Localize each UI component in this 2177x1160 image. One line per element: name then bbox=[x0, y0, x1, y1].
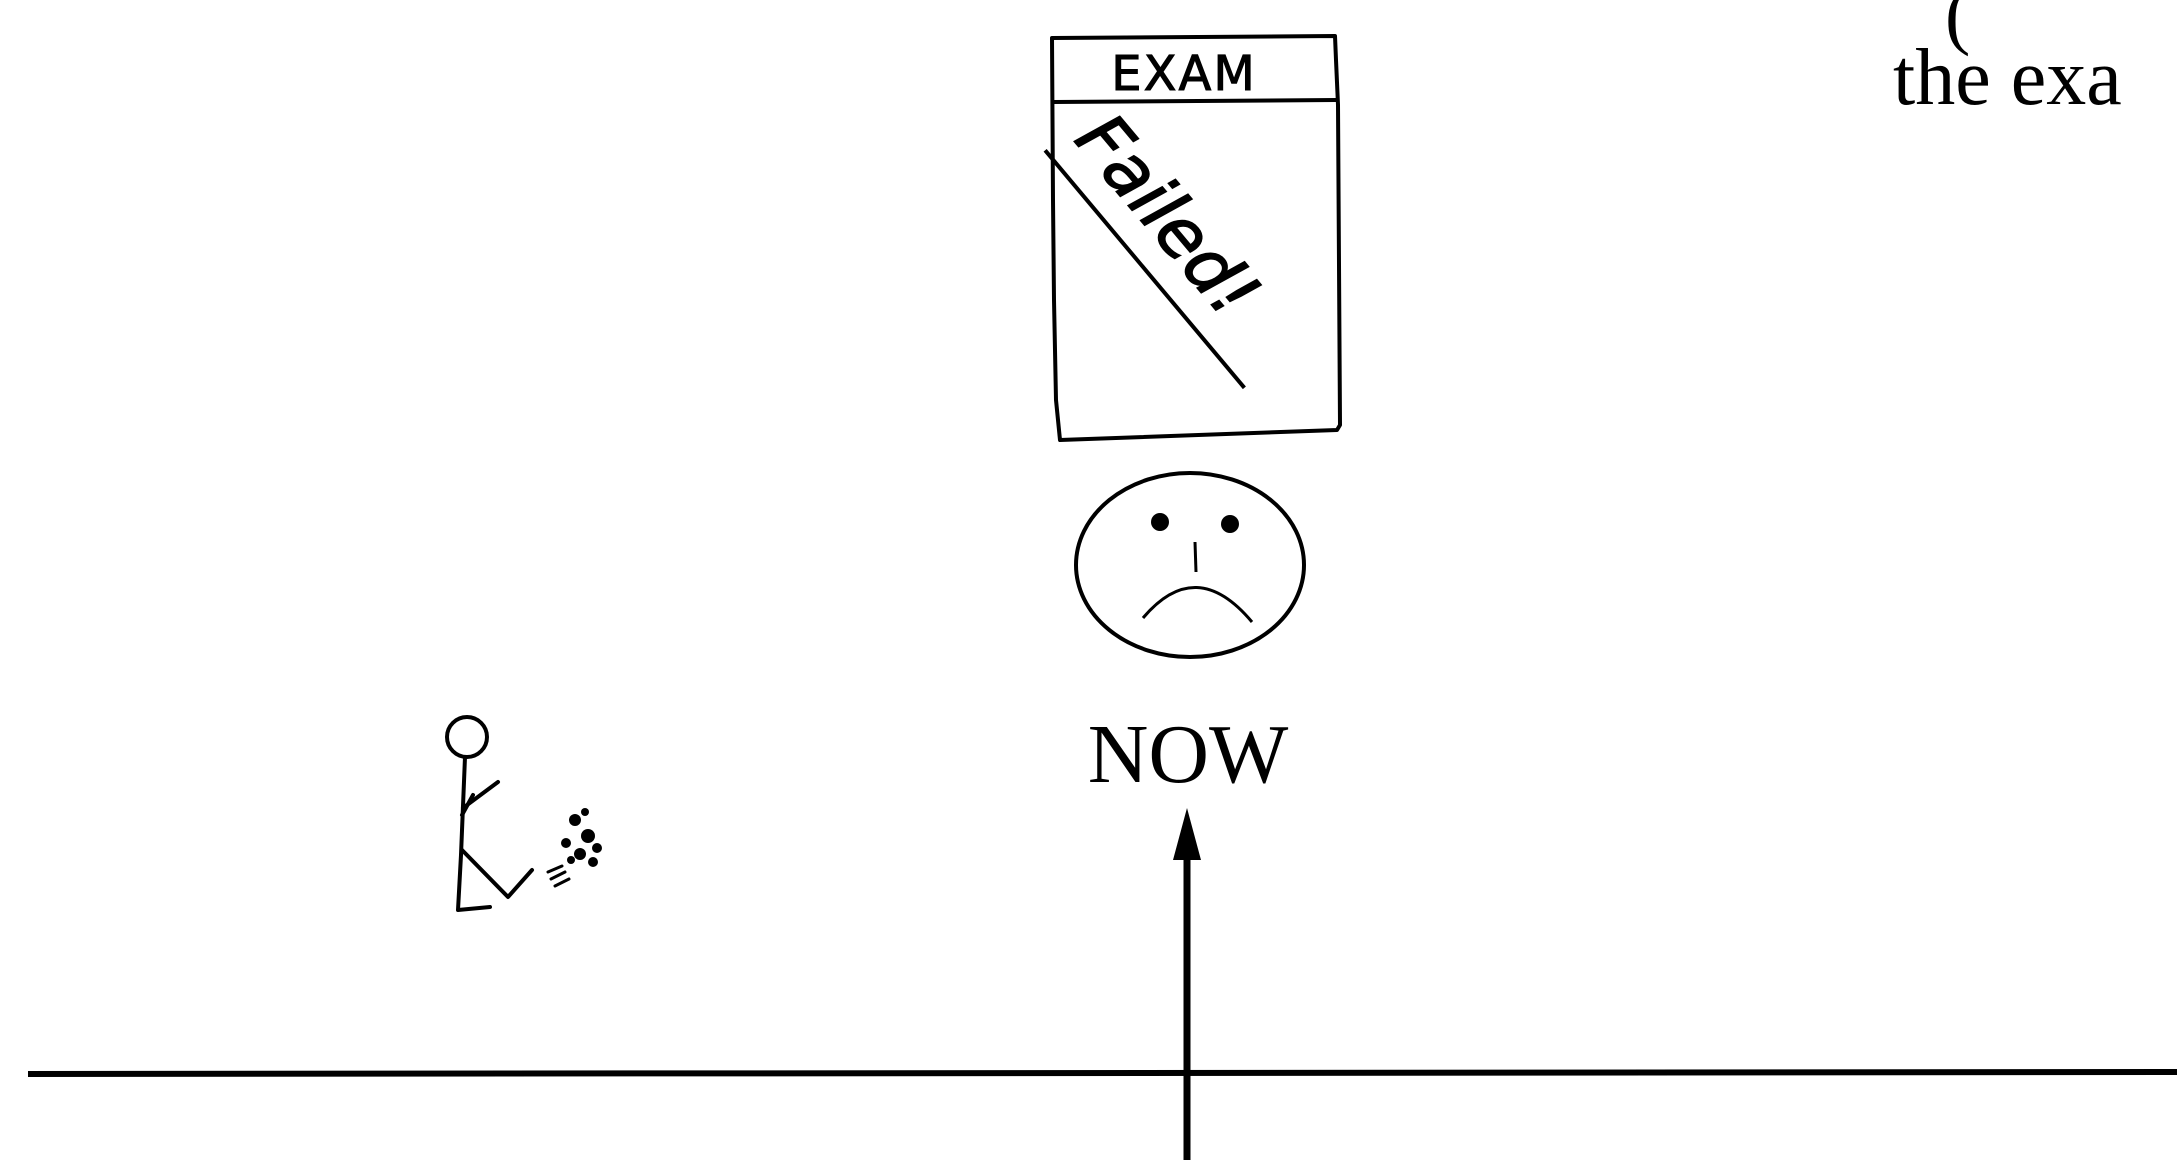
arrow-head bbox=[1173, 808, 1201, 860]
right-eye bbox=[1221, 515, 1239, 533]
caption-line: the exa bbox=[1893, 34, 2122, 122]
nose bbox=[1195, 542, 1196, 572]
frown-mouth bbox=[1143, 587, 1252, 622]
sad-face-icon bbox=[1076, 473, 1304, 657]
dust-puffs bbox=[548, 866, 569, 886]
stick-figure-walking-icon bbox=[447, 717, 602, 910]
motion-marks bbox=[561, 808, 602, 867]
now-arrow bbox=[1173, 808, 1201, 1160]
exam-header-label: EXAM bbox=[1111, 46, 1256, 102]
exam-paper: EXAM Failed! bbox=[1045, 36, 1340, 440]
failed-stamp: Failed! bbox=[1045, 91, 1316, 388]
left-eye bbox=[1151, 513, 1169, 531]
timeline-axis bbox=[28, 1072, 2177, 1074]
now-label: NOW bbox=[1088, 708, 1289, 801]
